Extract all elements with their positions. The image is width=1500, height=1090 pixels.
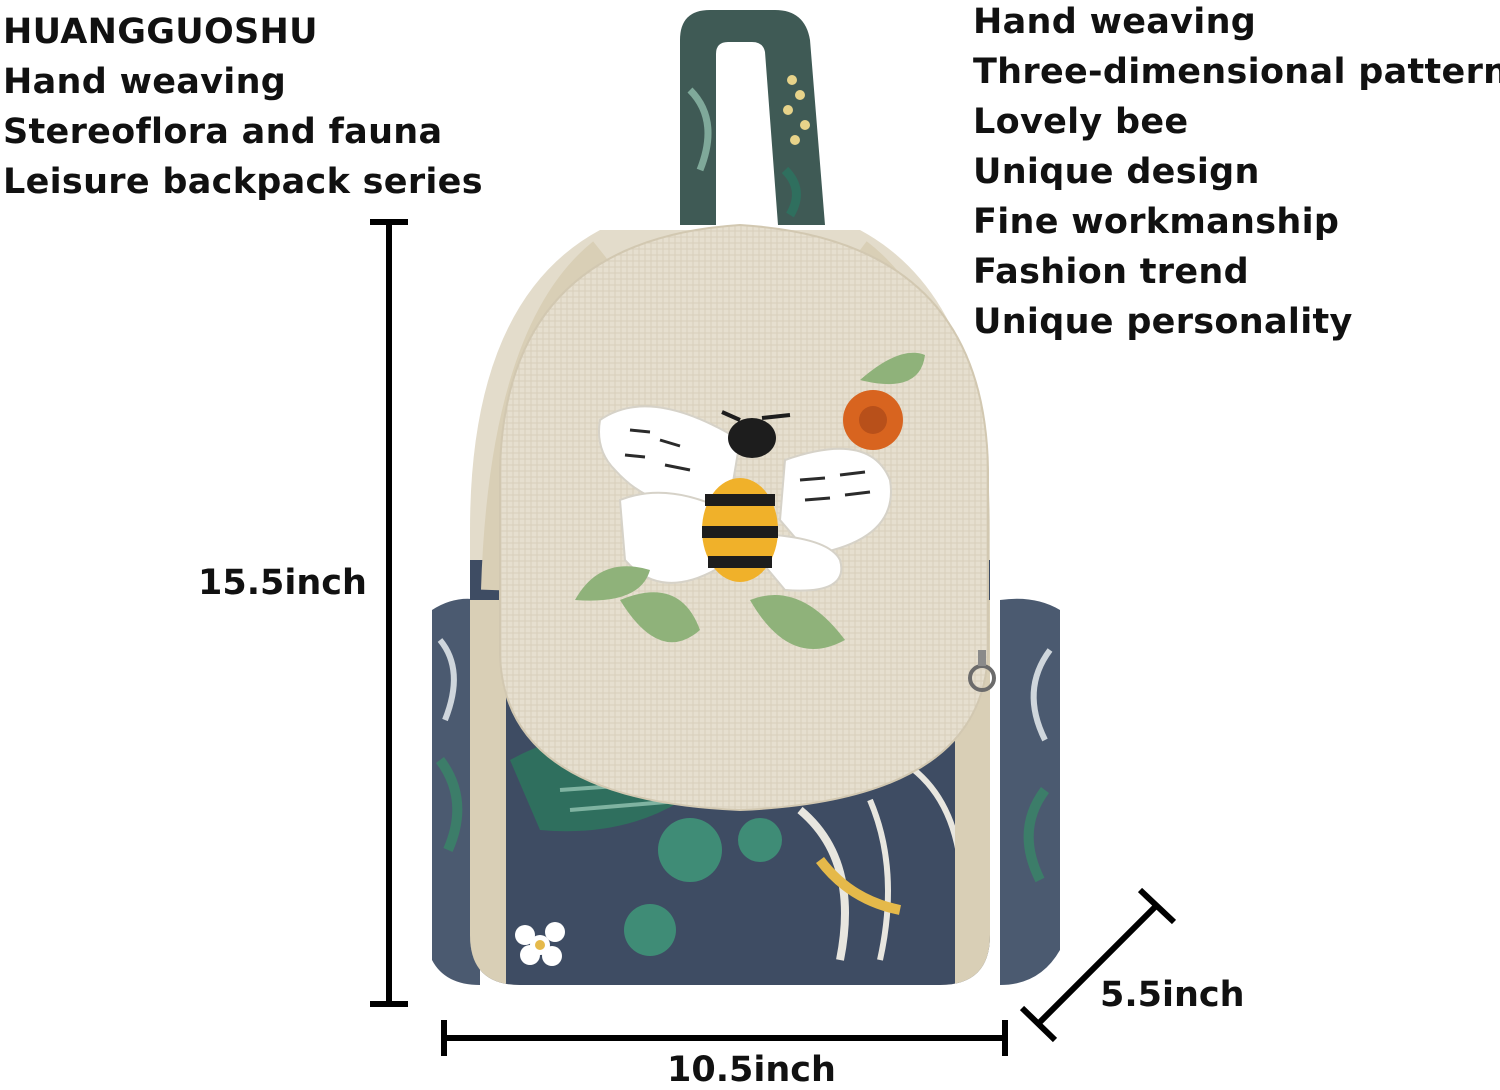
white-flower [515,922,565,966]
crochet-bee [598,405,892,592]
height-dimension-line [370,219,408,1007]
feature-item: Unique design [973,152,1260,192]
side-pockets [432,598,1060,985]
feature-item: Three-dimensional pattern [973,52,1500,92]
feature-line: Stereoflora and fauna [3,112,443,152]
depth-label: 5.5inch [1100,975,1245,1015]
handle-strap [680,10,825,225]
width-dimension-line [441,1020,1008,1056]
feature-item: Hand weaving [973,2,1257,42]
feature-line: Hand weaving [3,62,287,102]
crochet-leaves [575,352,925,649]
feature-list: Hand weaving Three-dimensional pattern L… [973,0,1500,347]
feature-item: Unique personality [973,302,1353,342]
feature-item: Fine workmanship [973,202,1340,242]
height-label: 15.5inch [198,563,367,603]
feature-item: Fashion trend [973,252,1249,292]
crochet-flower [843,390,903,450]
brand-name: HUANGGUOSHU [3,12,318,52]
feature-line: Leisure backpack series [3,162,483,202]
product-title-block: HUANGGUOSHU Hand weaving Stereoflora and… [3,7,483,207]
depth-dimension-line [1019,887,1177,1043]
width-label: 10.5inch [667,1050,836,1090]
zipper-pull [968,650,996,692]
feature-item: Lovely bee [973,102,1189,142]
